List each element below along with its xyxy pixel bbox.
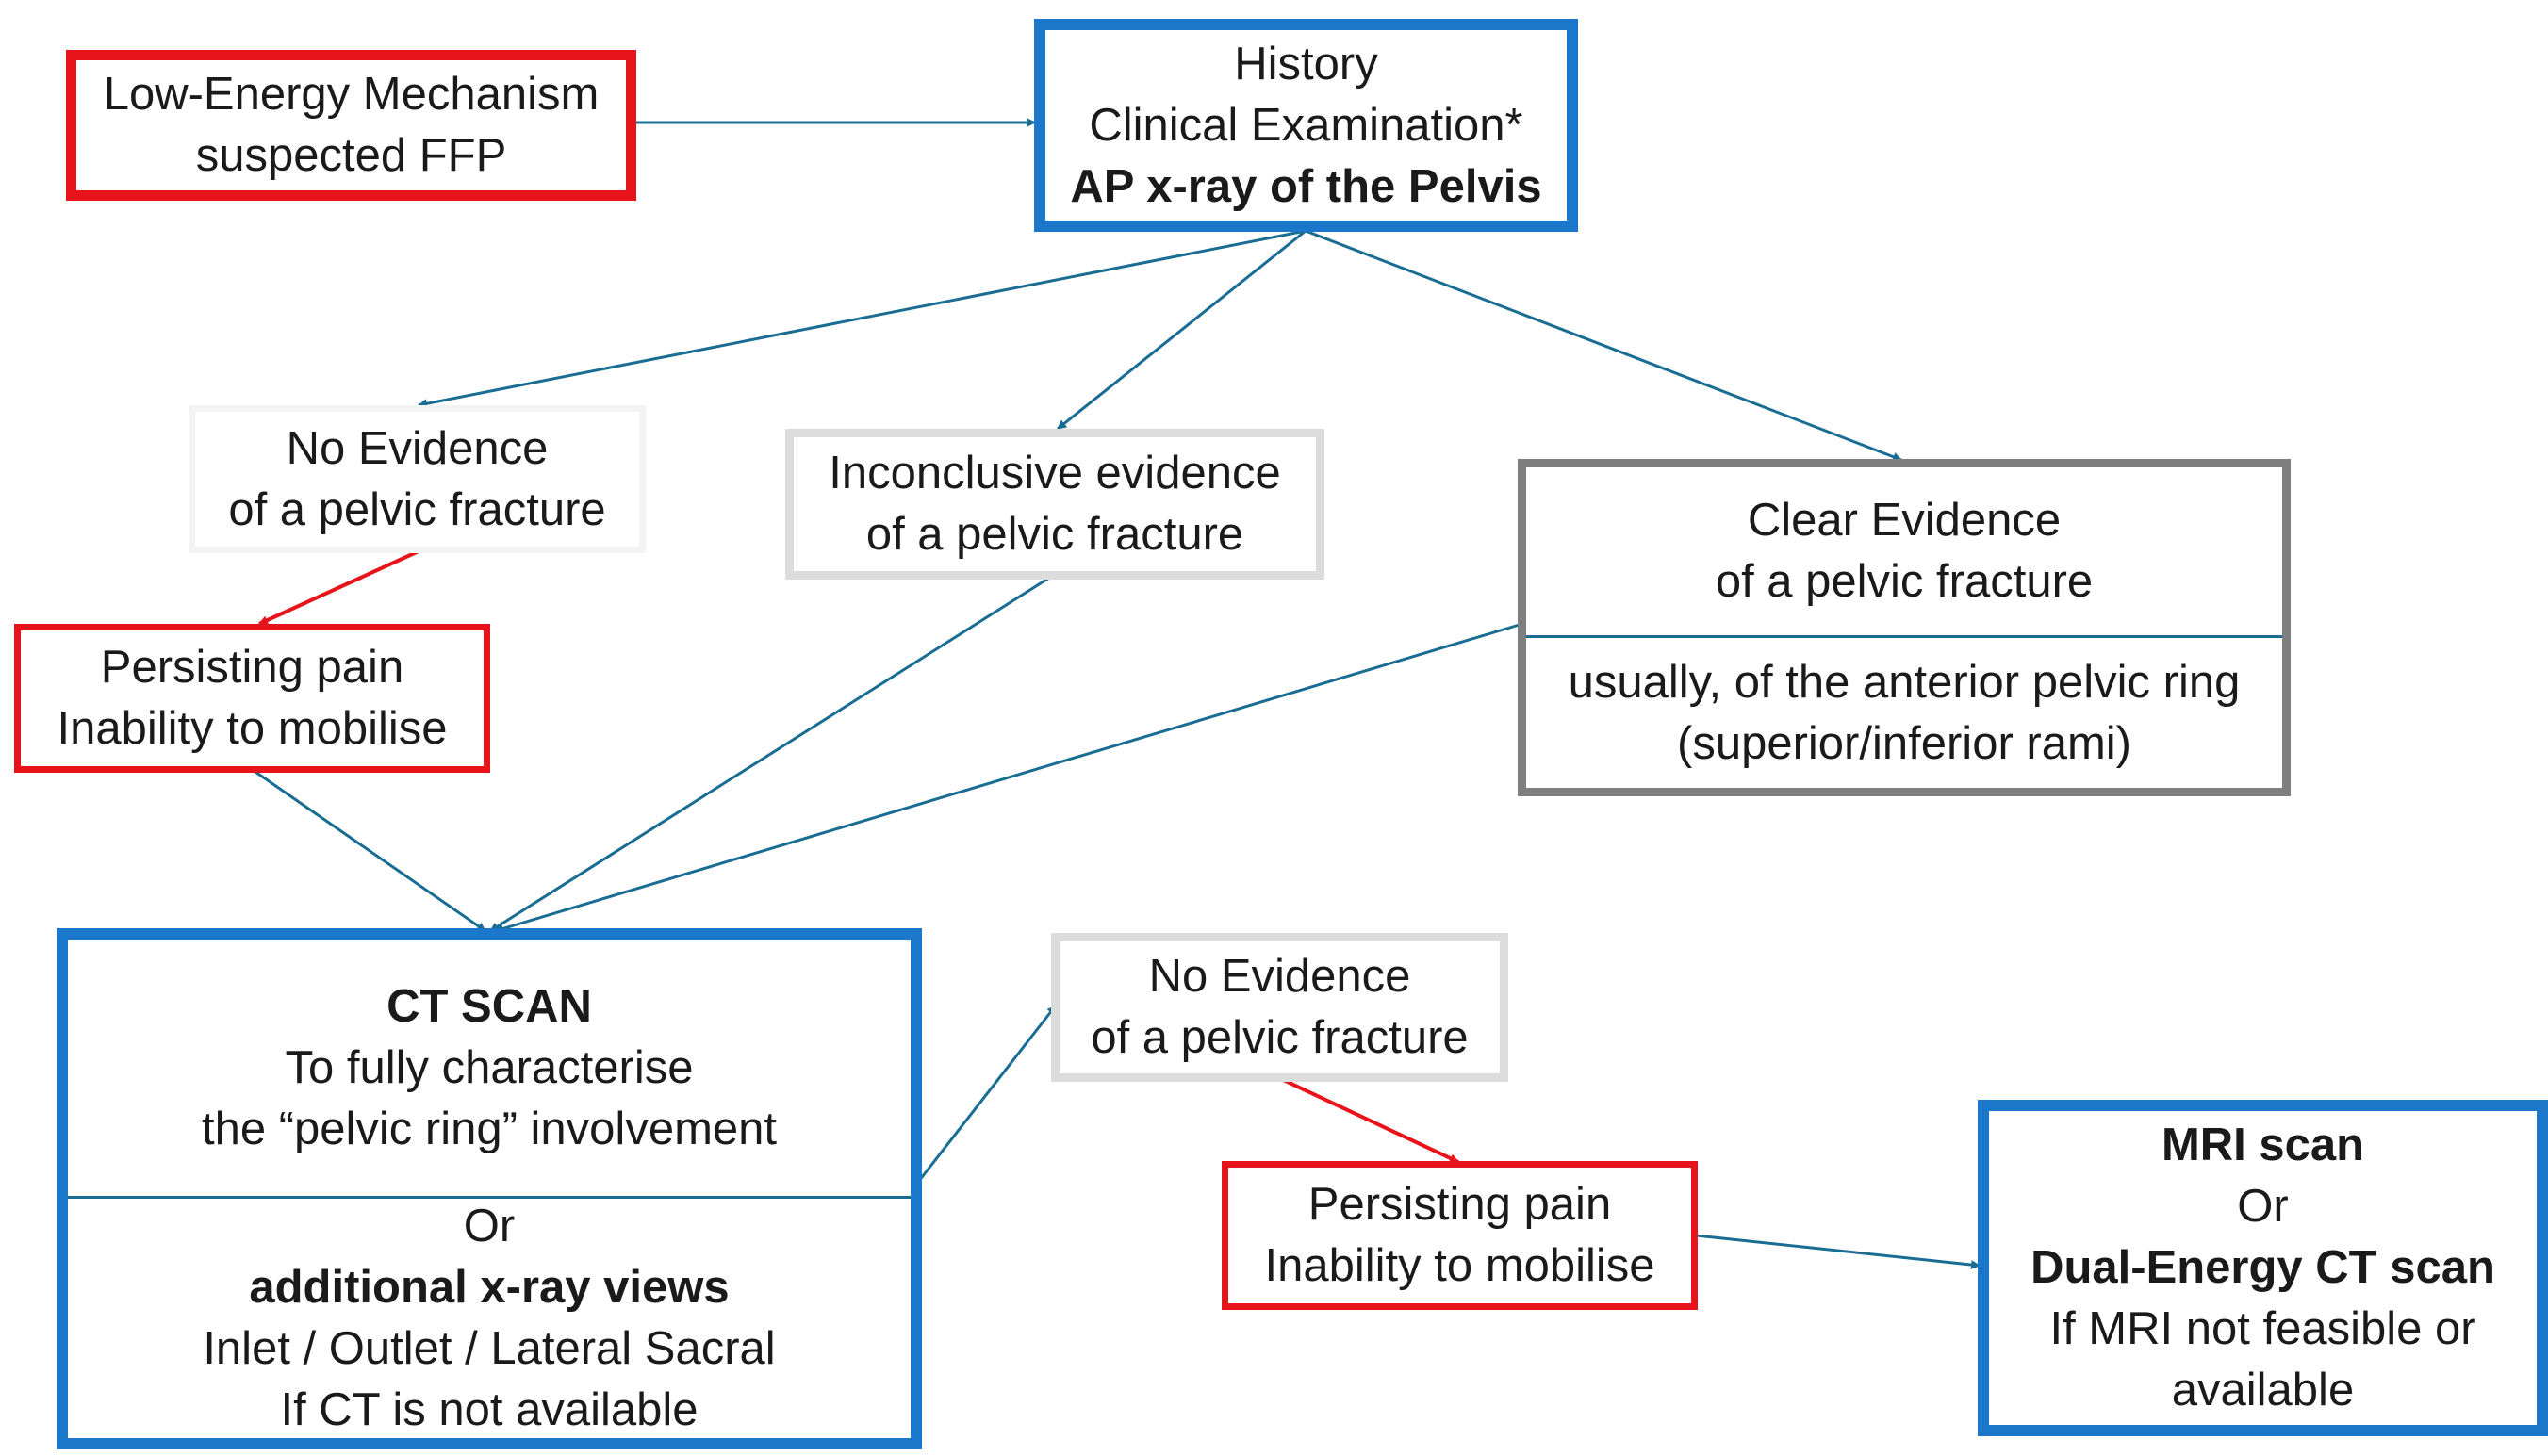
- clear-evidence-line-2: of a pelvic fracture: [1715, 556, 2094, 607]
- arrow-ct-to-no-evidence: [917, 1005, 1058, 1182]
- low-energy-line-1: Low-Energy Mechanism: [103, 69, 600, 120]
- ct-scan-line-7: If CT is not available: [280, 1384, 699, 1435]
- clear-evidence-line-1: Clear Evidence: [1747, 495, 2062, 546]
- mri-scan-box: MRI scan Or Dual-Energy CT scan If MRI n…: [1978, 1100, 2548, 1436]
- clear-evidence-top: Clear Evidence of a pelvic fracture: [1526, 467, 2282, 635]
- mri-line-2: Or: [2237, 1181, 2289, 1232]
- arrow-inconclusive-to-ct: [489, 573, 1055, 933]
- mri-line-3: Dual-Energy CT scan: [2030, 1242, 2495, 1293]
- history-box: History Clinical Examination* AP x-ray o…: [1034, 19, 1578, 232]
- ct-scan-line-5: additional x-ray views: [249, 1262, 730, 1313]
- mri-line-5: available: [2171, 1365, 2355, 1415]
- ct-scan-top: CT SCAN To fully characterise the “pelvi…: [68, 940, 911, 1196]
- persisting-1-line-1: Persisting pain: [100, 642, 404, 693]
- mri-line-4: If MRI not feasible or: [2049, 1303, 2476, 1354]
- inconclusive-line-2: of a pelvic fracture: [865, 509, 1244, 560]
- persisting-pain-box-2: Persisting pain Inability to mobilise: [1222, 1161, 1698, 1310]
- ct-scan-box: CT SCAN To fully characterise the “pelvi…: [57, 928, 922, 1449]
- ct-scan-line-2: To fully characterise: [285, 1041, 694, 1093]
- clear-evidence-box: Clear Evidence of a pelvic fracture usua…: [1518, 459, 2291, 796]
- no-evidence-2-line-2: of a pelvic fracture: [1091, 1012, 1469, 1063]
- persisting-pain-box-1: Persisting pain Inability to mobilise: [14, 624, 490, 773]
- ct-scan-bottom: Or additional x-ray views Inlet / Outlet…: [68, 1196, 911, 1438]
- clear-evidence-line-4: (superior/inferior rami): [1677, 717, 2131, 769]
- no-evidence-2-line-1: No Evidence: [1148, 951, 1411, 1002]
- ct-scan-line-4: Or: [463, 1201, 516, 1252]
- persisting-2-line-2: Inability to mobilise: [1264, 1240, 1655, 1291]
- arrow-history-to-inconclusive: [1057, 229, 1307, 431]
- arrow-history-to-clear-evidence: [1305, 229, 1902, 462]
- arrow-no-evidence-2-to-persisting: [1276, 1075, 1459, 1164]
- clear-evidence-bottom: usually, of the anterior pelvic ring (su…: [1526, 635, 2282, 788]
- inconclusive-line-1: Inconclusive evidence: [829, 448, 1281, 499]
- no-evidence-box-1: No Evidence of a pelvic fracture: [189, 405, 646, 553]
- history-line-1: History: [1234, 38, 1378, 90]
- persisting-2-line-1: Persisting pain: [1307, 1179, 1612, 1230]
- arrow-persisting-to-mri: [1695, 1234, 1981, 1270]
- no-evidence-box-2: No Evidence of a pelvic fracture: [1051, 933, 1508, 1082]
- low-energy-mechanism-box: Low-Energy Mechanism suspected FFP: [66, 50, 636, 201]
- history-line-2: Clinical Examination*: [1089, 99, 1523, 151]
- no-evidence-1-line-2: of a pelvic fracture: [228, 483, 606, 535]
- ct-scan-line-3: the “pelvic ring” involvement: [201, 1103, 778, 1154]
- clear-evidence-line-3: usually, of the anterior pelvic ring: [1568, 656, 2241, 708]
- history-line-3: AP x-ray of the Pelvis: [1070, 160, 1542, 212]
- arrow-no-evidence-to-persisting: [258, 549, 419, 626]
- arrow-history-to-no-evidence: [418, 229, 1307, 409]
- persisting-1-line-2: Inability to mobilise: [57, 703, 448, 754]
- mri-line-1: MRI scan: [2161, 1120, 2365, 1170]
- ct-scan-line-6: Inlet / Outlet / Lateral Sacral: [203, 1323, 776, 1374]
- arrow-clear-evidence-to-ct: [494, 622, 1523, 934]
- inconclusive-evidence-box: Inconclusive evidence of a pelvic fractu…: [785, 429, 1324, 580]
- ct-scan-line-1: CT SCAN: [386, 980, 592, 1032]
- low-energy-line-2: suspected FFP: [195, 130, 507, 181]
- arrow-persisting-to-ct: [252, 768, 486, 933]
- no-evidence-1-line-1: No Evidence: [286, 422, 549, 474]
